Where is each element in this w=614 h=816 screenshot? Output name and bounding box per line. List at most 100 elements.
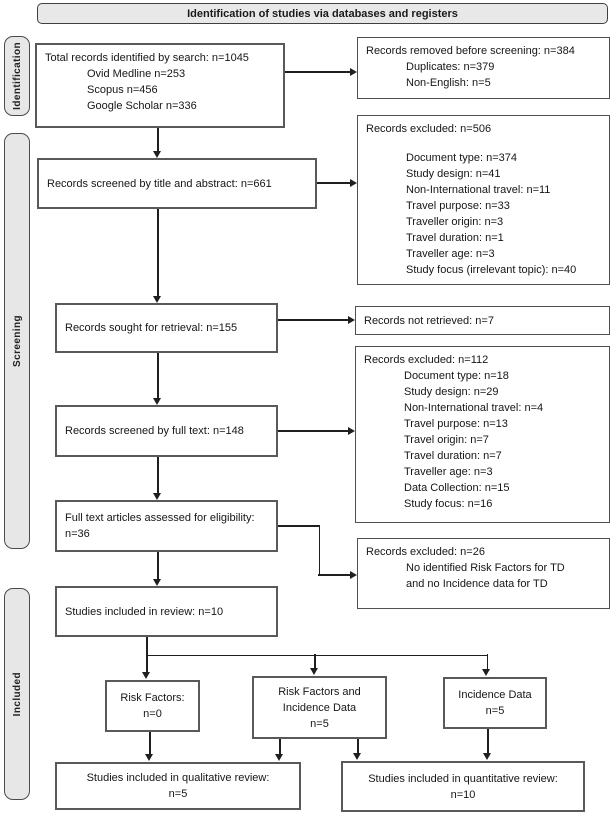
box-records-excluded-506-item: Traveller age: n=3 [406, 248, 495, 260]
flow-connector [285, 71, 351, 73]
box-records-removed-item: Duplicates: n=379 [406, 61, 495, 73]
box-records-excluded-26-title: Records excluded: n=26 [366, 546, 485, 558]
box-records-screened-title-abstract-title: Records screened by title and abstract: … [47, 177, 272, 190]
box-incidence-data-count: n=5 [485, 705, 505, 717]
box-risk-factors: Risk Factors: n=0 [105, 680, 200, 732]
arrowhead-down [142, 672, 150, 679]
stage-label-identification-text: Identification [11, 42, 23, 110]
box-records-excluded-506-item: Travel purpose: n=33 [406, 200, 510, 212]
arrowhead-down [275, 754, 283, 761]
arrowhead-down [153, 493, 161, 500]
box-quantitative-review-count: n=10 [450, 788, 476, 801]
flow-connector [157, 457, 159, 494]
box-quantitative-review: Studies included in quantitative review:… [341, 761, 585, 812]
box-records-excluded-112-item: Study design: n=29 [404, 386, 499, 398]
flow-connector [157, 552, 159, 580]
flow-connector [314, 654, 316, 669]
box-records-excluded-26-item: and no Incidence data for TD [406, 578, 548, 590]
arrowhead-down [145, 754, 153, 761]
flow-connector [157, 128, 159, 152]
box-records-excluded-506-item: Non-International travel: n=11 [406, 184, 551, 196]
box-records-sought-retrieval-title: Records sought for retrieval: n=155 [65, 322, 238, 334]
box-total-records-item: Ovid Medline n=253 [87, 68, 186, 80]
box-records-excluded-112-item: Study focus: n=16 [404, 498, 493, 510]
box-qualitative-review: Studies included in qualitative review: … [55, 762, 301, 810]
box-records-not-retrieved-title: Records not retrieved: n=7 [364, 314, 494, 327]
flow-connector [149, 732, 151, 755]
arrowhead-down [353, 753, 361, 760]
box-records-excluded-506-item: Document type: n=374 [406, 152, 517, 164]
box-total-records-item: Scopus n=456 [87, 84, 158, 96]
box-records-excluded-112-item: Travel duration: n=7 [404, 450, 502, 462]
stage-label-screening-text: Screening [11, 315, 23, 367]
flow-connector [317, 182, 351, 184]
arrowhead-down [310, 668, 318, 675]
box-qualitative-review-label: Studies included in qualitative review: [86, 772, 270, 784]
box-total-records-item: Google Scholar n=336 [87, 100, 197, 112]
box-records-removed-item: Non-English: n=5 [406, 77, 491, 89]
flow-connector [318, 525, 320, 575]
box-risk-factors-incidence-count: n=5 [310, 717, 329, 730]
stage-label-included: Included [4, 588, 30, 800]
flow-connector [278, 319, 349, 321]
stage-label-included-text: Included [11, 671, 23, 717]
flow-connector [278, 430, 349, 432]
flow-connector [357, 739, 359, 754]
box-qualitative-review-count: n=5 [168, 788, 188, 800]
box-records-excluded-26: Records excluded: n=26 No identified Ris… [357, 538, 610, 609]
box-records-excluded-506-item: Study focus (irrelevant topic): n=40 [406, 264, 577, 276]
arrowhead-down [482, 669, 490, 676]
arrowhead-down [153, 579, 161, 586]
box-records-excluded-112-item: Data Collection: n=15 [404, 482, 510, 494]
box-risk-factors-incidence-label: Risk Factors and Incidence Data [278, 685, 361, 714]
box-records-excluded-506-title: Records excluded: n=506 [366, 123, 492, 135]
arrowhead-right [350, 571, 357, 579]
flow-connector [318, 574, 351, 576]
box-records-excluded-112-title: Records excluded: n=112 [364, 354, 489, 366]
box-records-excluded-506: Records excluded: n=506 Document type: n… [357, 115, 610, 285]
box-records-excluded-506-item: Travel duration: n=1 [406, 232, 504, 244]
arrowhead-right [348, 427, 355, 435]
flow-connector [157, 353, 159, 399]
box-incidence-data: Incidence Data n=5 [443, 677, 547, 729]
box-studies-included-review: Studies included in review: n=10 [55, 586, 278, 637]
arrowhead-right [348, 316, 355, 324]
box-records-excluded-112-item: Traveller age: n=3 [404, 466, 493, 478]
flow-connector [146, 654, 488, 656]
box-records-excluded-112-item: Travel purpose: n=13 [404, 418, 508, 430]
box-full-text-assessed: Full text articles assessed for eligibil… [55, 500, 278, 552]
header-title: Identification of studies via databases … [187, 7, 458, 20]
stage-label-identification: Identification [4, 36, 30, 116]
header-banner: Identification of studies via databases … [37, 3, 608, 24]
flow-connector [279, 739, 281, 755]
box-records-screened-title-abstract: Records screened by title and abstract: … [37, 158, 317, 209]
box-total-records: Total records identified by search: n=10… [35, 43, 285, 128]
box-total-records-title: Total records identified by search: n=10… [45, 52, 249, 64]
arrowhead-down [153, 398, 161, 405]
flow-connector [278, 525, 320, 527]
box-records-removed-title: Records removed before screening: n=384 [366, 45, 575, 57]
box-quantitative-review-label: Studies included in quantitative review: [368, 772, 558, 785]
arrowhead-right [350, 68, 357, 76]
arrowhead-down [483, 753, 491, 760]
box-records-not-retrieved: Records not retrieved: n=7 [355, 306, 610, 335]
box-records-screened-full-text: Records screened by full text: n=148 [55, 405, 278, 457]
box-records-screened-full-text-title: Records screened by full text: n=148 [65, 425, 244, 437]
box-records-excluded-506-item: Traveller origin: n=3 [406, 216, 504, 228]
box-full-text-assessed-title: Full text articles assessed for eligibil… [65, 512, 255, 540]
box-records-sought-retrieval: Records sought for retrieval: n=155 [55, 303, 278, 353]
flow-connector [486, 654, 488, 670]
box-records-removed-before-screening: Records removed before screening: n=384 … [357, 37, 610, 99]
flow-connector [146, 654, 148, 673]
box-records-excluded-112: Records excluded: n=112 Document type: n… [355, 346, 610, 523]
arrowhead-down [153, 151, 161, 158]
box-records-excluded-506-item: Study design: n=41 [406, 168, 501, 180]
box-records-excluded-112-item: Travel origin: n=7 [404, 434, 489, 446]
flow-connector [487, 729, 489, 754]
flow-connector [146, 637, 148, 656]
box-studies-included-review-title: Studies included in review: n=10 [65, 605, 224, 618]
stage-label-screening: Screening [4, 133, 30, 549]
flow-connector [157, 209, 159, 297]
box-risk-factors-label: Risk Factors: [120, 692, 185, 704]
